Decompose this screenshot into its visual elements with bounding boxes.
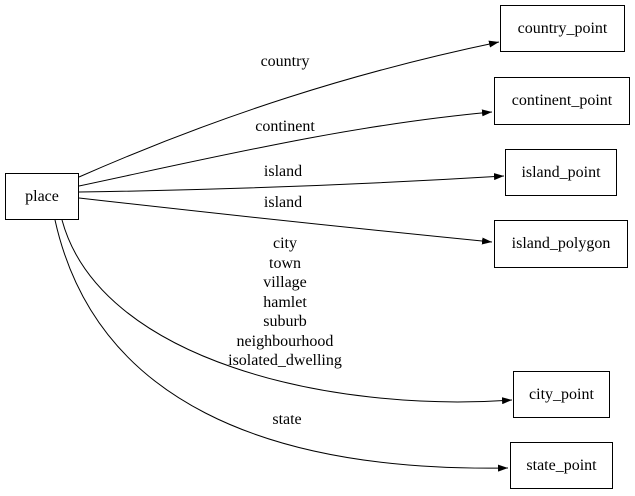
node-state-point: state_point	[510, 442, 613, 489]
node-island-polygon: island_polygon	[494, 220, 628, 268]
node-continent-point: continent_point	[494, 77, 630, 125]
edge-label-state: state	[272, 411, 302, 428]
node-country-point: country_point	[500, 5, 625, 52]
edge-place-state-point	[54, 219, 509, 472]
edge-place-country-point	[78, 40, 500, 178]
edge-place-city-point	[61, 219, 513, 405]
node-place: place	[5, 173, 79, 220]
edge-label-city-stack: city town village hamlet suburb neighbou…	[228, 235, 342, 369]
node-city-point: city_point	[513, 371, 610, 418]
edge-place-continent-point	[78, 109, 493, 187]
edge-place-island-point	[78, 173, 505, 193]
edge-label-island-point: island	[263, 163, 303, 180]
edge-place-island-polygon	[78, 197, 493, 245]
edge-label-continent: continent	[255, 118, 315, 135]
edge-label-country: country	[260, 53, 310, 70]
edge-label-island-polygon: island	[263, 194, 303, 211]
node-island-point: island_point	[505, 149, 617, 196]
